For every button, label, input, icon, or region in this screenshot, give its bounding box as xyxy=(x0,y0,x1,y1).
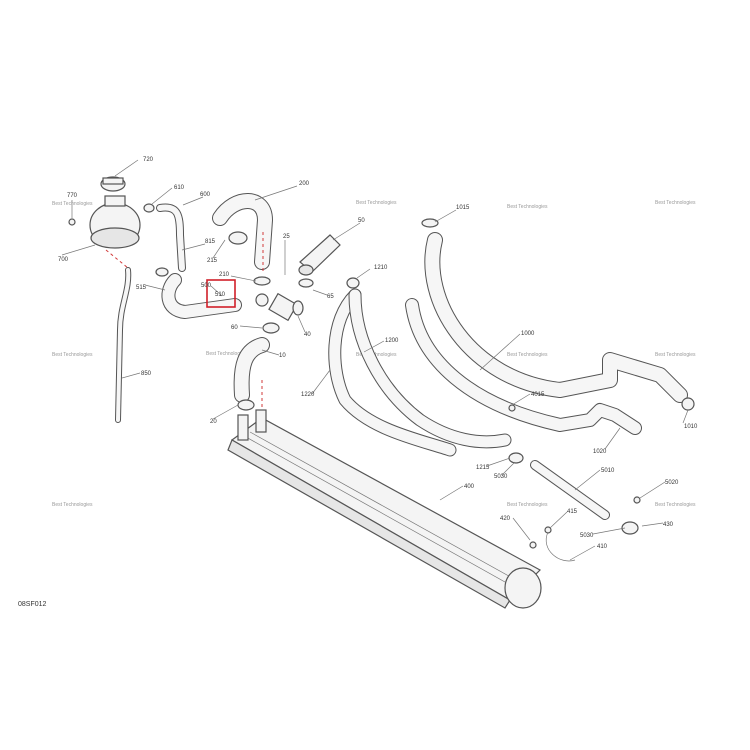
watermark: Best Technologies xyxy=(655,352,696,358)
alignment-lines xyxy=(105,232,264,410)
clamp-part[interactable] xyxy=(346,277,360,289)
part-label-200: 200 xyxy=(299,181,310,187)
part-label-215: 215 xyxy=(207,258,218,264)
part-label-500: 500 xyxy=(201,283,212,289)
bolt-part[interactable] xyxy=(633,496,641,504)
part-label-770: 770 xyxy=(67,193,78,199)
sensor-wire-part[interactable] xyxy=(545,531,576,562)
leader-lines xyxy=(61,159,689,561)
part-label-4015: 4015 xyxy=(531,392,545,398)
clamp-part[interactable] xyxy=(253,276,271,286)
coolant-reservoir-part[interactable] xyxy=(89,195,141,249)
watermark: Best Technologies xyxy=(52,352,93,358)
part-label-720: 720 xyxy=(143,157,154,163)
clamp-part[interactable] xyxy=(298,278,314,288)
part-label-210: 210 xyxy=(219,272,230,278)
part-label-1220: 1220 xyxy=(301,392,315,398)
part-label-510: 510 xyxy=(215,292,226,298)
part-label-410: 410 xyxy=(597,544,608,550)
hose-1020-part[interactable] xyxy=(405,298,642,435)
part-label-1010: 1010 xyxy=(684,424,698,430)
part-label-65: 65 xyxy=(327,294,334,300)
part-label-20: 20 xyxy=(210,419,217,425)
part-label-1000: 1000 xyxy=(521,331,535,337)
diagram-code: 08SF012 xyxy=(18,601,47,608)
part-labels: 720 610 770 600 200 700 815 25 50 1015 2… xyxy=(58,157,698,550)
part-label-1015: 1015 xyxy=(456,205,470,211)
watermark: Best Technologies xyxy=(356,352,397,358)
watermark: Best Technologies xyxy=(52,201,93,207)
clamp-part[interactable] xyxy=(421,218,439,228)
part-label-400: 400 xyxy=(464,484,475,490)
bolt-part[interactable] xyxy=(508,404,516,412)
bolt-part[interactable] xyxy=(529,541,537,549)
heat-exchanger-part[interactable] xyxy=(227,409,542,609)
part-label-420: 420 xyxy=(500,516,511,522)
clamp-part[interactable] xyxy=(262,322,280,334)
tee-fitting-part[interactable] xyxy=(255,292,304,322)
part-label-5030: 5030 xyxy=(580,533,594,539)
part-label-1020: 1020 xyxy=(593,449,607,455)
watermark: Best Technologies xyxy=(206,351,247,357)
part-label-5030: 5030 xyxy=(494,474,508,480)
watermark: Best Technologies xyxy=(507,502,548,508)
hose-515-part[interactable] xyxy=(161,273,242,319)
clamp-part[interactable] xyxy=(237,399,255,411)
hose-1000-part[interactable] xyxy=(424,232,688,403)
part-label-1200: 1200 xyxy=(385,338,399,344)
part-label-40: 40 xyxy=(304,332,311,338)
watermarks: Best Technologies Best Technologies Best… xyxy=(52,200,696,508)
clamps xyxy=(68,203,695,549)
part-label-610: 610 xyxy=(174,185,185,191)
watermark: Best Technologies xyxy=(507,204,548,210)
bolt-part[interactable] xyxy=(68,218,76,226)
sensor-part[interactable] xyxy=(298,234,341,276)
bolt-part[interactable] xyxy=(544,526,552,534)
watermark: Best Technologies xyxy=(52,502,93,508)
pipe-5010-part[interactable] xyxy=(530,460,610,520)
clamp-part[interactable] xyxy=(681,397,695,411)
part-label-700: 700 xyxy=(58,257,69,263)
clamp-part[interactable] xyxy=(143,203,155,213)
watermark: Best Technologies xyxy=(356,200,397,206)
part-label-50: 50 xyxy=(358,218,365,224)
hose-10-part[interactable] xyxy=(233,337,270,403)
part-label-1210: 1210 xyxy=(374,265,388,271)
part-label-25: 25 xyxy=(283,234,290,240)
highlight-box xyxy=(206,279,236,308)
clamp-part[interactable] xyxy=(155,267,169,277)
part-label-5010: 5010 xyxy=(601,468,615,474)
part-label-415: 415 xyxy=(567,509,578,515)
part-label-430: 430 xyxy=(663,522,674,528)
part-label-515: 515 xyxy=(136,285,147,291)
part-label-1215: 1215 xyxy=(476,465,490,471)
hose-1220-part[interactable] xyxy=(328,288,457,457)
overflow-hose-part[interactable] xyxy=(115,267,132,423)
watermark: Best Technologies xyxy=(655,502,696,508)
watermark: Best Technologies xyxy=(507,352,548,358)
reservoir-cap-part[interactable] xyxy=(100,176,126,192)
clamp-part[interactable] xyxy=(621,521,639,535)
clamp-part[interactable] xyxy=(508,452,524,464)
part-label-5020: 5020 xyxy=(665,480,679,486)
part-label-850: 850 xyxy=(141,371,152,377)
hose-200-part[interactable] xyxy=(212,193,273,270)
part-label-10: 10 xyxy=(279,353,286,359)
part-label-60: 60 xyxy=(231,325,238,331)
part-label-815: 815 xyxy=(205,239,216,245)
watermark: Best Technologies xyxy=(655,200,696,206)
reservoir-hose-part[interactable] xyxy=(156,203,186,272)
part-label-600: 600 xyxy=(200,192,211,198)
hose-1200-part[interactable] xyxy=(348,288,512,449)
